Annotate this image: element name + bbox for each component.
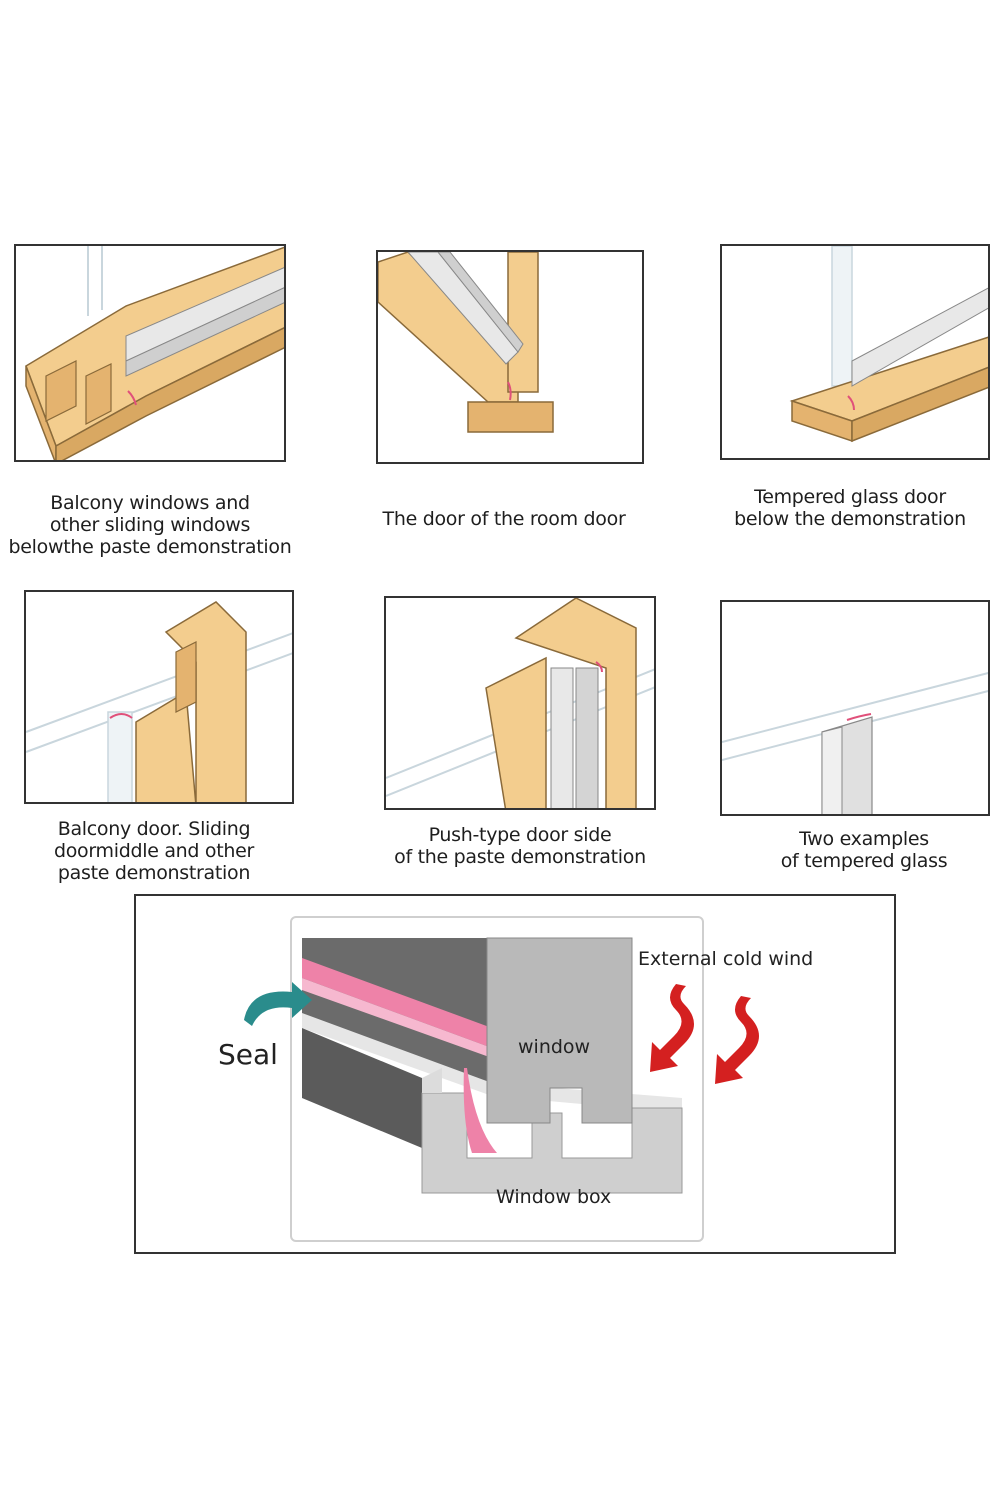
caption-line: Balcony windows and <box>50 492 250 514</box>
caption-tempered-glass-examples: Two examples of tempered glass <box>714 828 1000 872</box>
caption-line: The door of the room door <box>382 508 626 530</box>
caption-line: doormiddle and other <box>53 840 255 862</box>
seal-label: Seal <box>218 1038 278 1071</box>
panel-tempered-glass-examples <box>720 600 990 816</box>
panel-balcony-sliding-door <box>24 590 294 804</box>
panel-push-door <box>384 596 656 810</box>
caption-tempered-glass-door: Tempered glass door below the demonstrat… <box>700 486 1000 530</box>
caption-line: of tempered glass <box>780 850 948 872</box>
push-door-illustration <box>386 598 654 808</box>
caption-line: below the demonstration <box>734 508 966 530</box>
external-wind-label: External cold wind <box>638 948 814 970</box>
caption-line: belowthe paste demonstration <box>8 536 292 558</box>
seal-diagram-inner: window Window box <box>290 916 704 1242</box>
balcony-sliding-door-illustration <box>26 601 292 802</box>
tempered-glass-door-illustration <box>789 246 988 443</box>
tempered-glass-examples-illustration <box>722 672 988 814</box>
room-door-illustration <box>378 252 554 433</box>
panel-tempered-glass-door <box>720 244 990 460</box>
cold-wind-arrows-icon <box>650 984 759 1084</box>
caption-line: Push-type door side <box>428 824 612 846</box>
caption-line: paste demonstration <box>57 862 251 884</box>
seal-arrow-icon <box>244 982 312 1026</box>
caption-line: Tempered glass door <box>754 486 946 508</box>
caption-balcony-sliding-door: Balcony door. Sliding doormiddle and oth… <box>4 818 304 884</box>
panel-room-door <box>376 250 644 464</box>
caption-line: Balcony door. Sliding <box>57 818 251 840</box>
panel-balcony-window <box>14 244 286 462</box>
seal-diagram-panel: window Window box Seal External cold win… <box>134 894 896 1254</box>
window-label: window <box>518 1036 591 1058</box>
seal-cross-section-illustration <box>302 937 683 1194</box>
caption-line: Two examples <box>799 828 929 850</box>
caption-line: of the paste demonstration <box>394 846 646 868</box>
caption-push-door: Push-type door side of the paste demonst… <box>370 824 670 868</box>
balcony-window-illustration <box>25 246 284 460</box>
window-box-label: Window box <box>496 1186 612 1208</box>
caption-balcony-window: Balcony windows and other sliding window… <box>0 492 300 558</box>
caption-room-door: The door of the room door <box>354 508 654 530</box>
caption-line: other sliding windows <box>49 514 251 536</box>
